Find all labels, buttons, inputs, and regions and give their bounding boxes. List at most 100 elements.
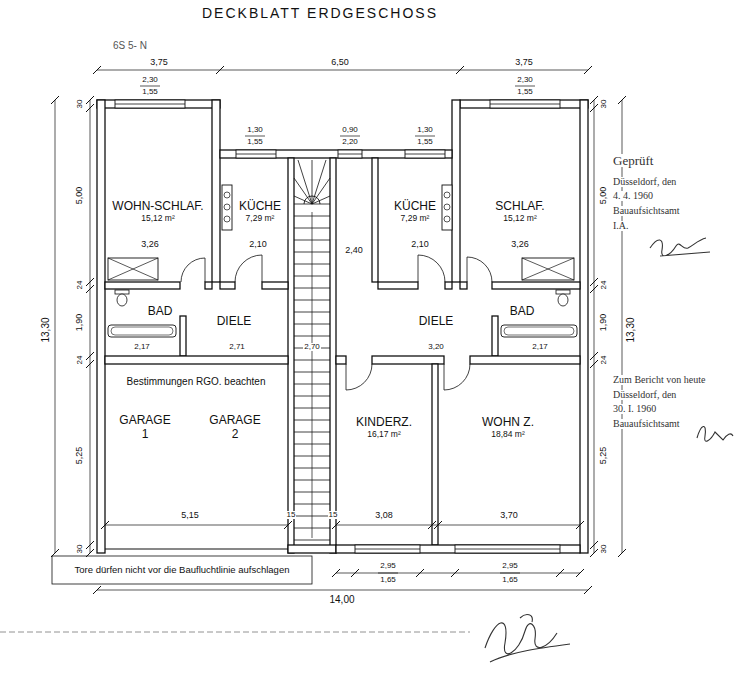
dimension-line xyxy=(378,573,398,574)
wall xyxy=(336,356,346,364)
room-label: KINDERZ.16,17 m² xyxy=(353,414,415,442)
dimension-text: 1,30 xyxy=(416,126,434,134)
bathtub-inner xyxy=(504,327,574,335)
walls xyxy=(97,100,588,553)
dimension-tick xyxy=(618,549,626,557)
stamp-text: Bauaufsichtsamt xyxy=(612,419,681,429)
signature xyxy=(650,238,710,256)
wall xyxy=(445,282,452,289)
window xyxy=(405,150,445,158)
dimension-tick xyxy=(93,586,101,594)
dimension-tick xyxy=(434,521,442,529)
stair-winder xyxy=(312,160,326,204)
dimension-text: 3,26 xyxy=(510,240,530,249)
dimension-tick xyxy=(86,285,94,293)
dimension-text: 2,17 xyxy=(531,343,549,351)
dimension-line xyxy=(500,573,520,574)
stove-plate xyxy=(444,204,450,210)
dimension-tick xyxy=(86,278,94,286)
dimension-line xyxy=(594,100,595,553)
window-pane xyxy=(338,154,362,155)
stair-winder xyxy=(298,160,312,204)
dimension-text: 2,30 xyxy=(516,76,534,84)
wall xyxy=(470,356,580,364)
dimension-line xyxy=(140,86,160,87)
dimension-text: 30 xyxy=(600,99,608,110)
windows xyxy=(115,100,560,553)
stair-winder xyxy=(312,160,313,204)
dimension-text: 3,75 xyxy=(149,58,169,67)
stamp-text: 4. 4. 1960 xyxy=(612,191,654,201)
dimension-line xyxy=(515,86,535,87)
dimension-text: 14,00 xyxy=(328,595,355,605)
room-name: BAD xyxy=(148,305,173,319)
wall xyxy=(220,150,452,158)
sheet-border xyxy=(0,632,470,633)
dimension-tick xyxy=(556,569,564,577)
dimension-text: 30 xyxy=(76,544,84,555)
window xyxy=(455,545,560,553)
dimension-text: 2,95 xyxy=(379,562,397,570)
wall xyxy=(492,282,580,289)
stair-eye xyxy=(304,196,320,204)
room-name: GARAGE xyxy=(119,414,170,428)
stamp-text: 30. I. 1960 xyxy=(612,404,657,414)
signature xyxy=(485,615,570,662)
room-name: WOHN Z. xyxy=(482,416,534,430)
dimension-text: 2,40 xyxy=(344,246,364,255)
stove-plate xyxy=(224,192,230,198)
dimension-line xyxy=(90,100,91,553)
dimension-tick xyxy=(590,104,598,112)
room-label: KÜCHE7,29 m² xyxy=(236,198,284,226)
dimension-tick xyxy=(576,521,584,529)
dimension-text: 1,55 xyxy=(516,88,534,96)
wc-bowl xyxy=(117,294,127,306)
dimension-tick xyxy=(86,96,94,104)
room-label: WOHN-SCHLAF.15,12 m² xyxy=(109,198,206,226)
dimension-line xyxy=(336,573,580,574)
room-label: KÜCHE7,29 m² xyxy=(391,198,439,226)
room-area: 18,84 m² xyxy=(482,430,534,440)
stove xyxy=(222,185,232,230)
window-pane xyxy=(115,104,185,105)
dimension-text: 15 xyxy=(286,511,297,519)
dimension-tick xyxy=(584,586,592,594)
wall xyxy=(330,158,336,553)
dimension-text: 15 xyxy=(328,511,339,519)
door-swing xyxy=(181,258,205,282)
wall xyxy=(212,100,220,282)
wall xyxy=(452,100,460,282)
dimension-tick xyxy=(332,521,340,529)
dimension-text: 0,90 xyxy=(341,126,359,134)
dimension-text: 13,30 xyxy=(41,316,51,343)
dimension-tick xyxy=(216,66,224,74)
room-area: 7,29 m² xyxy=(239,214,281,224)
dimension-text: 2,20 xyxy=(341,138,359,146)
dimension-text: 1,55 xyxy=(416,138,434,146)
cupboard xyxy=(108,258,158,280)
dimension-line xyxy=(622,100,623,553)
wall xyxy=(97,100,220,108)
window-pane xyxy=(236,154,276,155)
dimension-tick xyxy=(86,104,94,112)
dimension-line xyxy=(105,525,288,526)
room-area: 15,12 m² xyxy=(495,214,544,224)
dimension-text: 2,71 xyxy=(228,343,246,351)
dimension-text: 24 xyxy=(600,280,608,291)
dimension-tick xyxy=(416,569,424,577)
handwritten-note: 6S 5- N xyxy=(112,41,148,51)
room-area: 15,12 m² xyxy=(112,214,203,224)
wall xyxy=(180,316,186,356)
dimension-text: 2,95 xyxy=(501,562,519,570)
stamp-text: Zum Bericht von heute xyxy=(612,375,706,385)
dimension-text: 2,10 xyxy=(410,240,430,249)
dimension-line xyxy=(336,525,580,526)
dimension-text: 1,55 xyxy=(246,138,264,146)
wall xyxy=(288,158,294,553)
dimension-text: 3,08 xyxy=(374,511,394,520)
room-area: 1 xyxy=(119,428,170,442)
dimension-text: 5,00 xyxy=(76,185,85,205)
dimension-text: 1,90 xyxy=(76,312,85,332)
dimension-tick xyxy=(456,66,464,74)
bathtub xyxy=(501,325,577,337)
